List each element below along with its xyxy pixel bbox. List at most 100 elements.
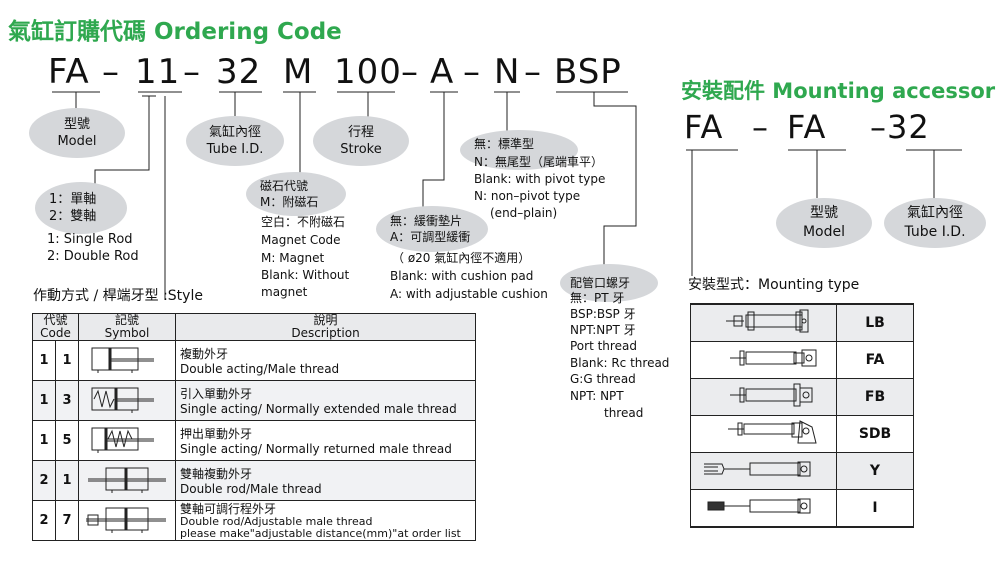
mounting-table: LB FA FB SDB [690,303,914,528]
mount-code-fb: FB [836,378,914,416]
acc-code-dash: – [752,108,769,146]
row-code-1: 2 [32,460,56,501]
style-caption: 作動方式 / 桿端牙型 :Style [33,288,203,304]
acc-code-bore: –32 [870,108,930,146]
row-desc-en: Single acting/ Normally extended male th… [180,402,457,416]
pivot-n-zh: N：無尾型（尾端車平） [474,155,603,169]
acc-model-label: 型號 Model [776,198,872,248]
header-desc-zh: 說明 [313,313,338,327]
pivot-label: 無：標準型 [460,130,578,170]
code-port: BSP [554,52,622,92]
pivot-blank-zh: 無：標準型 [474,137,535,151]
mount-code-fa: FA [836,341,914,379]
port-pt-zh: 無：PT 牙 [570,291,625,305]
accessory-connectors [686,149,962,276]
row-desc-zh: 複動外牙 [180,347,229,361]
row-code-2: 1 [55,460,79,501]
row-desc-zh: 雙軸可調行程外牙 [180,501,277,516]
mount-code-lb: LB [836,303,914,342]
ordering-code-title: 氣缸訂購代碼 Ordering Code [8,19,342,45]
table-row: I [690,489,914,528]
pivot-n-en: N: non–pivot type [474,189,581,203]
code-dash: – [102,52,120,92]
header-symbol-en: Symbol [104,326,150,340]
header-code-en: Code [40,326,71,340]
cushion-a-zh: A：可調型緩衝 [390,230,471,244]
acc-tube-label: 氣缸內徑 Tube I.D. [884,198,986,248]
code-model: FA [48,52,90,92]
code-magnet: M [283,52,314,92]
cushion-blank-en: Blank: with cushion pad [390,269,534,283]
single-acting-returned-symbol [78,420,176,461]
rod-double-en: 2: Double Rod [47,249,139,264]
row-desc-en: Single acting/ Normally returned male th… [180,442,452,456]
connector-lines [52,91,637,300]
stroke-label: 行程 Stroke [313,116,409,166]
rod-double-zh: 2：雙軸 [49,209,97,224]
row-code-1: 1 [32,380,56,421]
i-rod-eye-icon [690,489,837,528]
double-acting-symbol [78,340,176,381]
mounting-accessories-title: 安裝配件 Mounting accessories [681,79,996,103]
acc-model-zh: 型號 [810,205,838,221]
pivot-blank-en: Blank: with pivot type [474,172,606,186]
row-code-2: 5 [55,420,79,461]
mount-code-i: I [836,489,914,528]
code-dash: – [463,52,481,92]
tube-id-zh: 氣缸內徑 [208,125,261,140]
cushion-a-en: A: with adjustable cushion [390,287,548,301]
port-g-en: G:G thread [570,372,636,386]
row-description: 雙軸可調行程外牙 Double rod/Adjustable male thre… [175,500,476,541]
row-desc-en: Double rod/Adjustable male thread [180,514,373,528]
port-npt-zh: NPT:NPT 牙 [570,323,636,337]
lb-mount-icon [690,303,837,342]
table-row: FA [690,341,914,379]
rod-type-label: 1：單軸 2：雙軸 [35,182,127,234]
acc-tube-en: Tube I.D. [904,224,966,240]
table-row: Y [690,452,914,490]
magnet-label: 磁石代號 M：附磁石 [246,172,346,216]
rod-single-en: 1: Single Rod [47,232,133,247]
stroke-zh: 行程 [347,125,374,140]
code-dash: – [524,52,542,92]
single-acting-extended-symbol [78,380,176,421]
row-code-2: 7 [55,500,79,541]
row-code-1: 2 [32,500,56,541]
row-desc-en: Double acting/Male thread [180,362,340,376]
row-desc-zh: 雙軸複動外牙 [180,467,253,481]
model-label: 型號 Model [29,108,125,158]
code-stroke: 100 [334,52,402,92]
mount-code-sdb: SDB [836,415,914,453]
port-npt-en-2: thread [604,406,644,420]
port-thread-zh: 配管口螺牙 [570,276,631,290]
y-clevis-icon [690,452,837,490]
model-label-en: Model [57,134,97,149]
port-thread-en: Port thread [570,339,637,353]
model-label-zh: 型號 [63,117,90,132]
acc-tube-zh: 氣缸內徑 [907,205,963,221]
cushion-label: 無：緩衝墊片 A：可調型緩衝 [376,206,488,252]
header-symbol-zh: 記號 [114,313,139,327]
magnet-m-en: M: Magnet [261,251,325,265]
mount-code-y: Y [836,452,914,490]
code-rod: 11 [135,52,181,92]
port-npt-en: NPT: NPT [570,389,624,403]
magnet-code-en: Magnet Code [261,233,341,247]
double-rod-adjustable-symbol [78,500,176,541]
magnet-blank-en-2: magnet [261,285,308,299]
table-row: 2 7 雙軸可調行程外牙 Double rod/Adjustable male … [32,500,476,541]
port-bsp-zh: BSP:BSP 牙 [570,307,636,321]
row-desc-note: please make"adjustable distance(mm)"at o… [180,526,461,540]
code-cushion: A [430,52,455,92]
magnet-blank-en: Blank: Without [261,268,350,282]
